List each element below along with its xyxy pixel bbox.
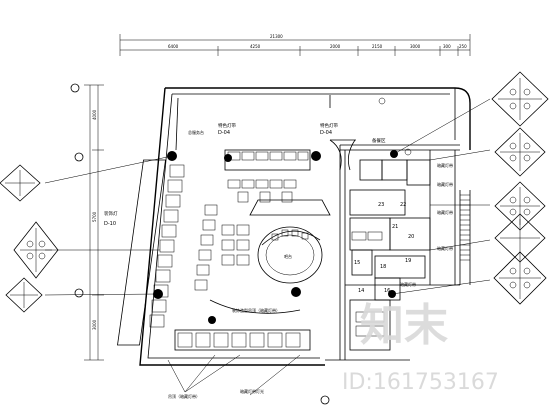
staircase [459, 190, 471, 285]
left-booth-column [117, 159, 185, 346]
label-center-ceiling: 装饰造型吊顶（暗藏灯带） [232, 307, 280, 313]
label-light-strip-2: 特色灯带 [320, 122, 338, 129]
entry-door [329, 139, 356, 171]
watermark-id: ID:161753167 [342, 370, 499, 395]
dim-left-top: 4000 [92, 109, 97, 120]
dim-seg-7: 250 [459, 44, 467, 49]
diagonal-tables [194, 204, 301, 314]
room-16: 16 [384, 288, 390, 294]
dim-left-mid: 5700 [92, 211, 97, 222]
central-round-bar: 吧台 [249, 199, 331, 284]
label-light-strip-1: 特色灯带 [218, 122, 236, 129]
label-right-2: 暗藏灯带 [437, 181, 453, 187]
dim-seg-1: 6400 [168, 44, 179, 49]
dim-left-bottom: 3000 [92, 319, 97, 330]
detail-callout-left-1 [0, 164, 41, 202]
label-right-4: 暗藏灯带 [437, 245, 453, 251]
detail-callout-right-1 [491, 71, 549, 127]
annotations: 特色灯带 D-04 特色灯带 D-04 装饰灯 D-10 总服务台 装饰造型吊顶… [104, 122, 453, 399]
room-22: 22 [400, 202, 406, 208]
detail-callout-left-2 [13, 221, 59, 279]
label-d04-1: D-04 [218, 130, 230, 136]
watermark-logo-text: 知末 [360, 300, 448, 351]
detail-callout-right-2 [494, 127, 546, 177]
dim-overall: 21300 [270, 34, 283, 39]
room-23: 23 [378, 202, 384, 208]
building-outline [139, 87, 471, 366]
top-booth-row [224, 149, 311, 203]
label-entry: 总服务台 [188, 129, 204, 135]
fixture-circle-4 [291, 287, 301, 297]
dim-seg-3: 2000 [330, 44, 341, 49]
kitchen-rooms: 23 22 21 20 19 18 15 14 16 备餐区 [349, 137, 431, 351]
top-dimension-chain: 21300 6400 4250 2000 2150 3000 300 250 [119, 34, 471, 56]
kitchen-label: 备餐区 [372, 137, 386, 144]
detail-callout-right-4 [494, 213, 546, 263]
label-wall-light: 装饰灯 [104, 210, 118, 217]
axis-markers [70, 83, 330, 405]
dim-seg-2: 4250 [250, 44, 261, 49]
bar-label: 吧台 [284, 253, 292, 259]
detail-callout-left-3 [5, 277, 43, 313]
fixture-circle-3 [311, 151, 321, 161]
room-21: 21 [392, 224, 398, 230]
room-15: 15 [354, 260, 360, 266]
dim-seg-4: 2150 [372, 44, 383, 49]
watermark: 知末 ID:161753167 [342, 300, 499, 395]
label-bottom-ceiling: 吊顶（暗藏灯带） [168, 393, 200, 399]
room-20: 20 [408, 234, 414, 240]
dim-seg-6: 300 [443, 44, 451, 49]
bottom-booth-row [174, 329, 311, 351]
room-18: 18 [380, 264, 386, 270]
dim-seg-5: 3000 [410, 44, 421, 49]
label-right-1: 暗藏灯带 [437, 162, 453, 168]
room-14: 14 [358, 288, 364, 294]
label-d10: D-10 [104, 221, 116, 227]
fixture-circle-2 [224, 154, 232, 162]
label-right-low: 暗藏灯带 [400, 281, 416, 287]
leader-lines [44, 98, 491, 396]
label-bottom-light: 暗藏灯带灯光 [240, 388, 264, 394]
label-d04-2: D-04 [320, 130, 332, 136]
room-19: 19 [405, 258, 411, 264]
left-dimension-chain: 4000 5700 3000 [84, 84, 104, 361]
label-right-3: 暗藏灯带 [437, 209, 453, 215]
fixture-circle-6 [208, 316, 216, 324]
detail-callout-right-5 [493, 251, 547, 305]
